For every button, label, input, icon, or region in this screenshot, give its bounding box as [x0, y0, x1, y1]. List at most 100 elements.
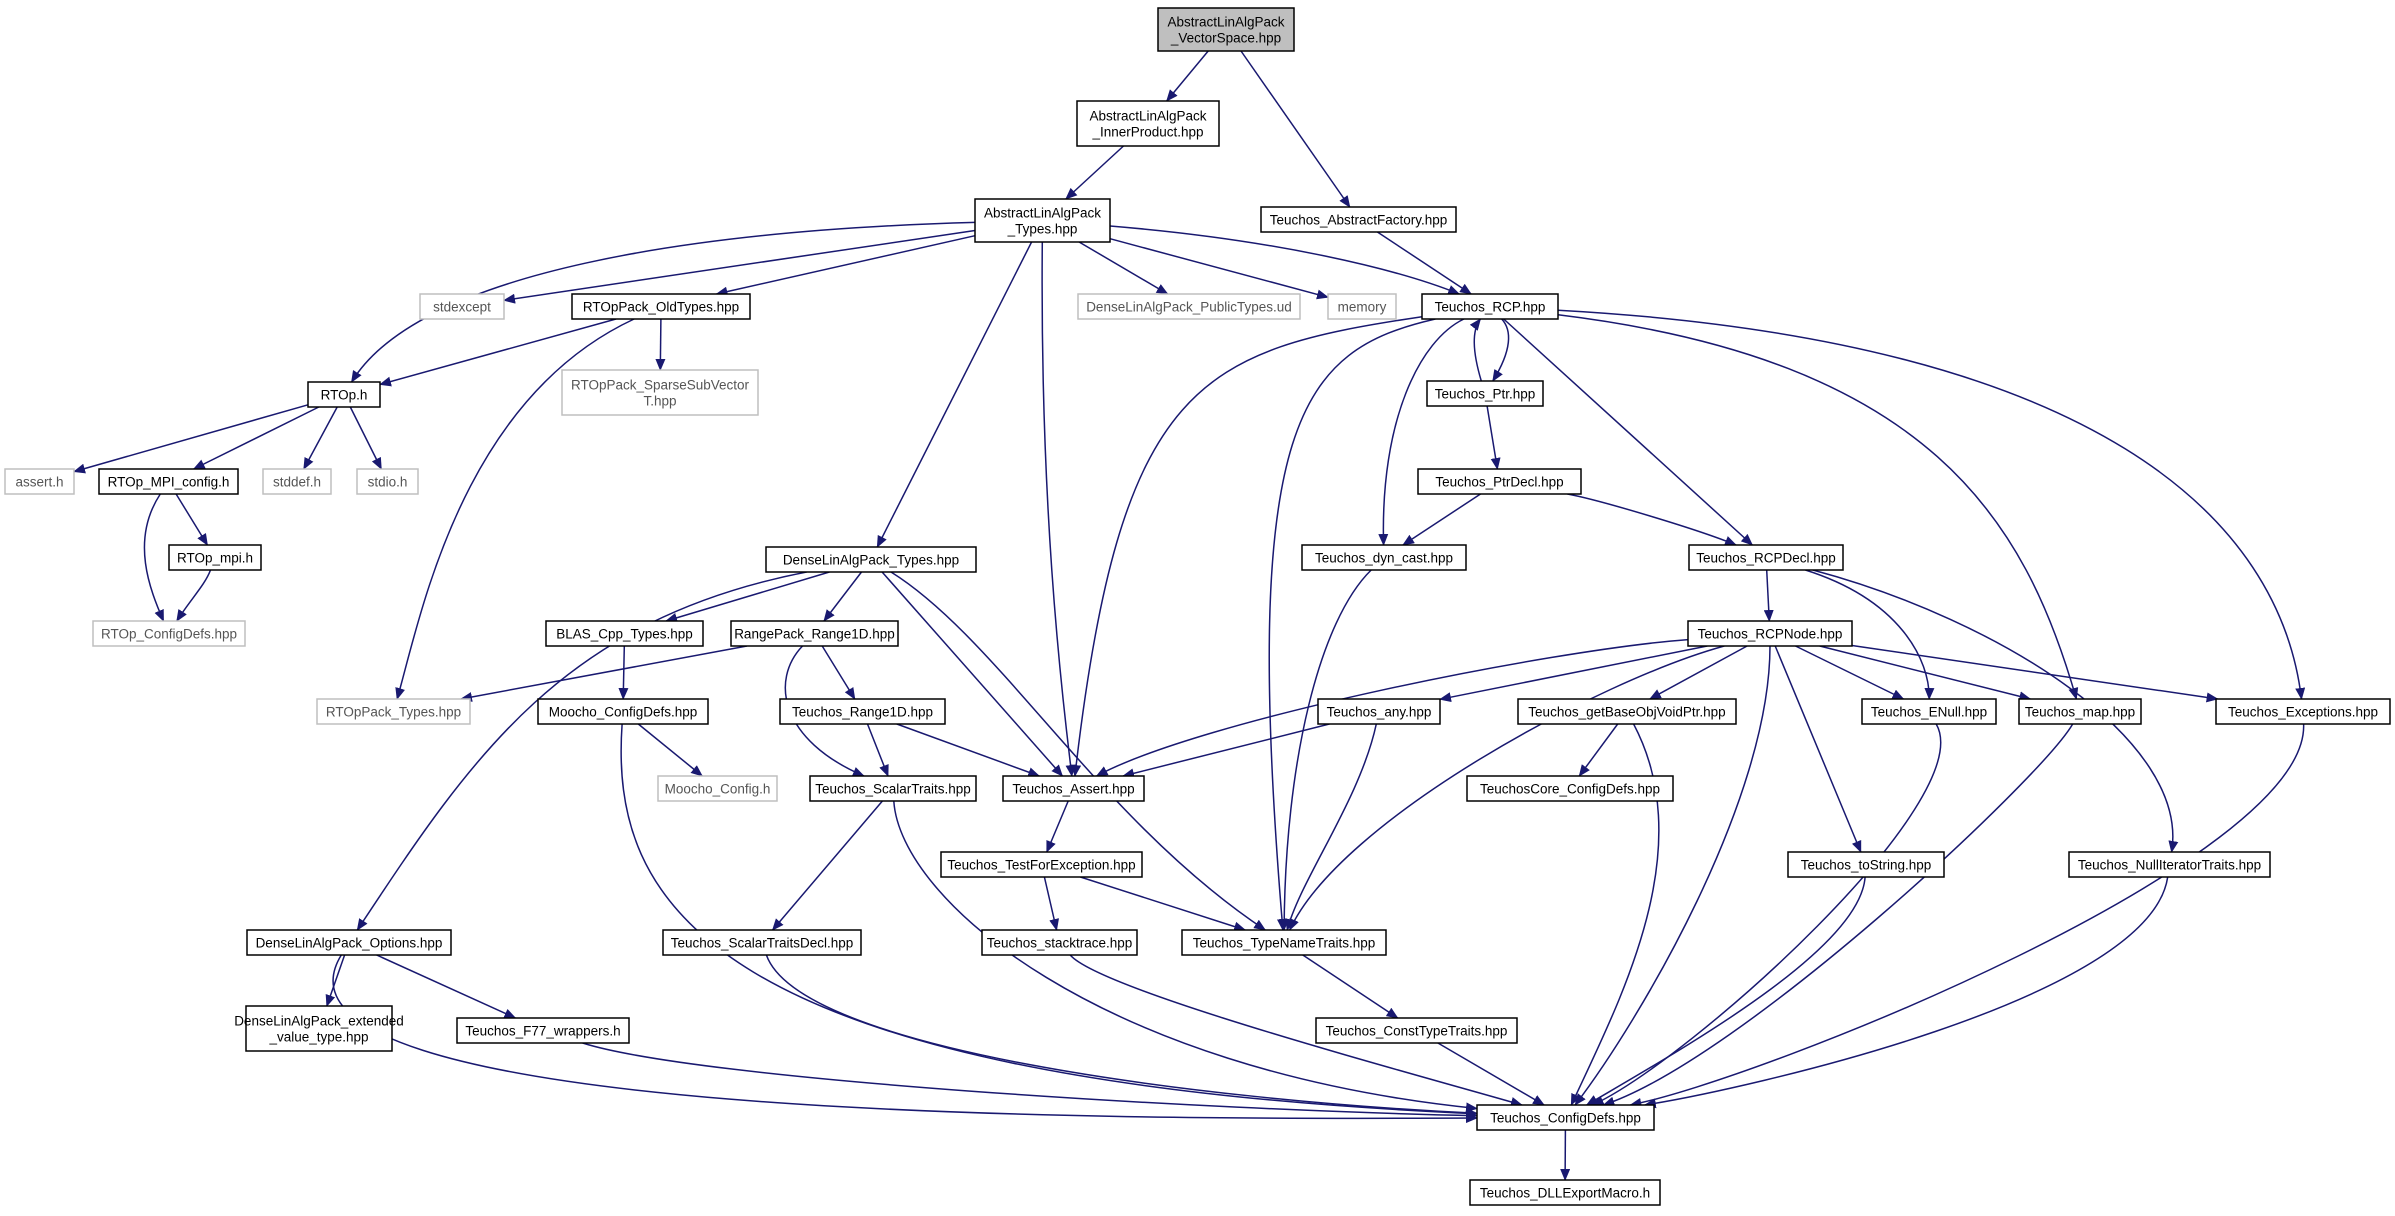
node-dlaoptions[interactable]: DenseLinAlgPack_Options.hpp: [246, 929, 452, 956]
node-box[interactable]: [1417, 468, 1582, 495]
node-nulliter[interactable]: Teuchos_NullIteratorTraits.hpp: [2068, 851, 2271, 878]
node-corecfg[interactable]: TeuchosCore_ConfigDefs.hpp: [1466, 775, 1674, 802]
node-extvalue[interactable]: DenseLinAlgPack_extended_value_type.hpp: [234, 1005, 404, 1052]
node-stddef[interactable]: stddef.h: [262, 468, 332, 495]
node-tassert[interactable]: Teuchos_Assert.hpp: [1002, 775, 1145, 802]
node-map[interactable]: Teuchos_map.hpp: [2018, 698, 2142, 725]
node-box[interactable]: [1476, 1104, 1655, 1131]
node-box[interactable]: [246, 929, 452, 956]
node-consttypetraits[interactable]: Teuchos_ConstTypeTraits.hpp: [1315, 1017, 1518, 1044]
node-box[interactable]: [1260, 206, 1457, 233]
node-box[interactable]: [1466, 775, 1674, 802]
node-denselinalg[interactable]: DenseLinAlgPack_Types.hpp: [765, 546, 977, 573]
node-getbase[interactable]: Teuchos_getBaseObjVoidPtr.hpp: [1517, 698, 1737, 725]
node-trange1d[interactable]: Teuchos_Range1D.hpp: [779, 698, 946, 725]
node-box[interactable]: [1076, 100, 1220, 147]
node-box[interactable]: [4, 468, 75, 495]
node-asserth[interactable]: assert.h: [4, 468, 75, 495]
node-box[interactable]: [1317, 698, 1441, 725]
node-ptr[interactable]: Teuchos_Ptr.hpp: [1426, 380, 1544, 407]
node-box[interactable]: [1421, 293, 1559, 320]
node-dllexport[interactable]: Teuchos_DLLExportMacro.h: [1469, 1179, 1661, 1206]
node-stdexcept[interactable]: stdexcept: [419, 293, 505, 320]
node-scalartraits[interactable]: Teuchos_ScalarTraits.hpp: [809, 775, 977, 802]
node-rcpdecl[interactable]: Teuchos_RCPDecl.hpp: [1688, 544, 1844, 571]
node-testforexc[interactable]: Teuchos_TestForException.hpp: [940, 851, 1143, 878]
node-box[interactable]: [1426, 380, 1544, 407]
node-box[interactable]: [98, 468, 239, 495]
node-box[interactable]: [809, 775, 977, 802]
node-box[interactable]: [1469, 1179, 1661, 1206]
node-rtoppacktypes[interactable]: RTOpPack_Types.hpp: [316, 698, 471, 725]
node-scalartraitsdecl[interactable]: Teuchos_ScalarTraitsDecl.hpp: [662, 929, 862, 956]
node-box[interactable]: [356, 468, 419, 495]
node-stdio[interactable]: stdio.h: [356, 468, 419, 495]
node-box[interactable]: [1157, 7, 1295, 52]
node-box[interactable]: [262, 468, 332, 495]
node-box[interactable]: [2215, 698, 2391, 725]
node-publictypes[interactable]: DenseLinAlgPack_PublicTypes.ud: [1077, 293, 1301, 320]
node-stacktrace[interactable]: Teuchos_stacktrace.hpp: [981, 929, 1138, 956]
node-box[interactable]: [1787, 851, 1945, 878]
node-box[interactable]: [1315, 1017, 1518, 1044]
node-box[interactable]: [561, 369, 759, 416]
node-mpiconfig[interactable]: RTOp_MPI_config.h: [98, 468, 239, 495]
node-box[interactable]: [1517, 698, 1737, 725]
node-rtopmpi[interactable]: RTOp_mpi.h: [168, 544, 262, 571]
node-enull[interactable]: Teuchos_ENull.hpp: [1861, 698, 1997, 725]
node-ptrdecl[interactable]: Teuchos_PtrDecl.hpp: [1417, 468, 1582, 495]
node-box[interactable]: [940, 851, 1143, 878]
node-box[interactable]: [168, 544, 262, 571]
node-box[interactable]: [245, 1005, 393, 1052]
node-absfac[interactable]: Teuchos_AbstractFactory.hpp: [1260, 206, 1457, 233]
node-typenametraits[interactable]: Teuchos_TypeNameTraits.hpp: [1181, 929, 1387, 956]
node-types[interactable]: AbstractLinAlgPack_Types.hpp: [974, 198, 1111, 243]
node-box[interactable]: [1861, 698, 1997, 725]
node-rcpnode[interactable]: Teuchos_RCPNode.hpp: [1687, 620, 1853, 647]
node-moochoconfig[interactable]: Moocho_Config.h: [657, 775, 778, 802]
node-box[interactable]: [419, 293, 505, 320]
node-f77[interactable]: Teuchos_F77_wrappers.h: [456, 1017, 630, 1044]
node-oldtypes[interactable]: RTOpPack_OldTypes.hpp: [571, 293, 751, 320]
node-box[interactable]: [765, 546, 977, 573]
node-box[interactable]: [456, 1017, 630, 1044]
node-rtopconfigdefs[interactable]: RTOp_ConfigDefs.hpp: [92, 620, 246, 647]
node-box[interactable]: [316, 698, 471, 725]
node-exceptions[interactable]: Teuchos_Exceptions.hpp: [2215, 698, 2391, 725]
node-box[interactable]: [1687, 620, 1853, 647]
node-any[interactable]: Teuchos_any.hpp: [1317, 698, 1441, 725]
node-tostring[interactable]: Teuchos_toString.hpp: [1787, 851, 1945, 878]
node-box[interactable]: [779, 698, 946, 725]
node-label: TeuchosCore_ConfigDefs.hpp: [1480, 782, 1660, 797]
node-moochocfgdefs[interactable]: Moocho_ConfigDefs.hpp: [537, 698, 709, 725]
node-rcp[interactable]: Teuchos_RCP.hpp: [1421, 293, 1559, 320]
node-box[interactable]: [2068, 851, 2271, 878]
node-dyncast[interactable]: Teuchos_dyn_cast.hpp: [1301, 544, 1467, 571]
node-box[interactable]: [1688, 544, 1844, 571]
node-box[interactable]: [571, 293, 751, 320]
node-box[interactable]: [1181, 929, 1387, 956]
node-box[interactable]: [657, 775, 778, 802]
node-root[interactable]: AbstractLinAlgPack_VectorSpace.hpp: [1157, 7, 1295, 52]
node-box[interactable]: [662, 929, 862, 956]
node-box[interactable]: [974, 198, 1111, 243]
node-box[interactable]: [1327, 293, 1397, 320]
node-range1d[interactable]: RangePack_Range1D.hpp: [730, 620, 899, 647]
node-rtoph[interactable]: RTOp.h: [307, 381, 381, 408]
node-box[interactable]: [537, 698, 709, 725]
node-configdefs[interactable]: Teuchos_ConfigDefs.hpp: [1476, 1104, 1655, 1131]
node-inner[interactable]: AbstractLinAlgPack_InnerProduct.hpp: [1076, 100, 1220, 147]
node-box[interactable]: [2018, 698, 2142, 725]
node-memory[interactable]: memory: [1327, 293, 1397, 320]
node-box[interactable]: [1077, 293, 1301, 320]
node-box[interactable]: [981, 929, 1138, 956]
edge-rcpnode-to-map: [1819, 645, 2032, 702]
node-box[interactable]: [730, 620, 899, 647]
node-box[interactable]: [1002, 775, 1145, 802]
node-box[interactable]: [545, 620, 704, 647]
node-box[interactable]: [307, 381, 381, 408]
node-box[interactable]: [92, 620, 246, 647]
node-blascpp[interactable]: BLAS_Cpp_Types.hpp: [545, 620, 704, 647]
node-box[interactable]: [1301, 544, 1467, 571]
